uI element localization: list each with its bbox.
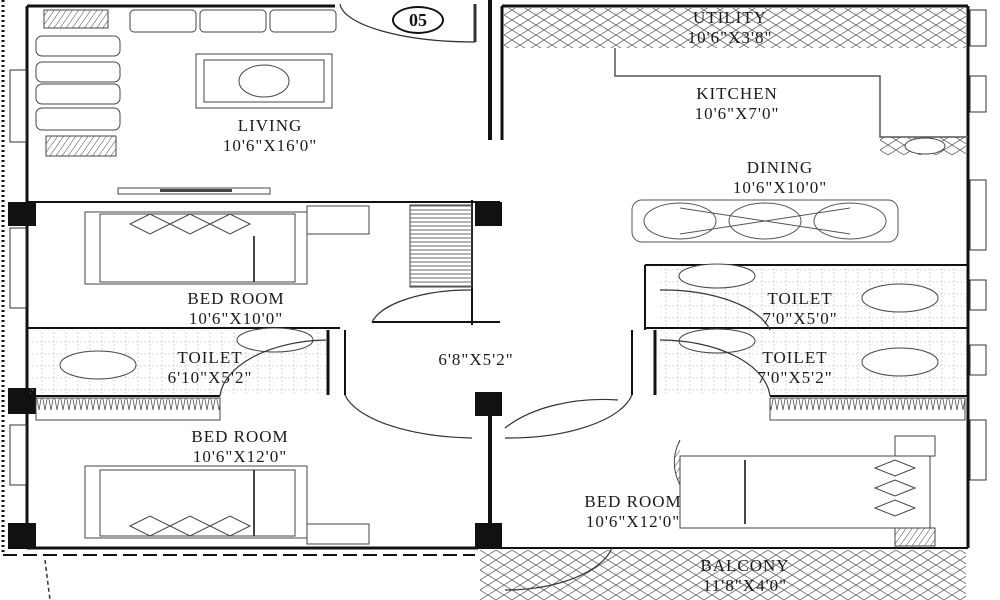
utility-hatch — [504, 8, 966, 48]
room-dimensions: 10'6"X16'0" — [222, 136, 318, 155]
room-dimensions: 10'6"X12'0" — [192, 447, 288, 466]
room-dimensions: 10'6"X10'0" — [188, 309, 284, 328]
room-name: BALCONY — [700, 556, 790, 575]
wardrobe-bedroom2 — [35, 397, 221, 421]
room-name: TOILET — [762, 348, 828, 367]
room-name: UTILITY — [692, 8, 768, 27]
wardrobe-bedroom1 — [409, 204, 473, 288]
left-exterior-edge — [1, 0, 475, 600]
room-dimensions: 6'8"X5'2" — [438, 350, 514, 369]
room-dimensions: 10'6"X7'0" — [694, 104, 780, 123]
toilet-fixtures — [59, 137, 946, 380]
wall-columns — [8, 202, 502, 549]
dining-table — [631, 199, 899, 243]
room-dimensions: 11'8"X4'0" — [702, 576, 788, 595]
room-dimensions: 7'0"X5'0" — [762, 309, 838, 328]
bed-bedroom2 — [84, 465, 370, 545]
windows — [9, 9, 987, 486]
room-name: LIVING — [237, 116, 303, 135]
room-name: BED ROOM — [187, 289, 285, 308]
bed-bedroom1 — [84, 205, 370, 285]
unit-number-badge: 05 — [392, 6, 444, 34]
room-name: KITCHEN — [696, 84, 778, 103]
room-name: TOILET — [767, 289, 833, 308]
room-name: BED ROOM — [584, 492, 682, 511]
living-center-table — [195, 53, 333, 109]
bed-bedroom3 — [673, 435, 936, 547]
living-sofa-set — [35, 9, 337, 157]
room-name: DINING — [746, 158, 814, 177]
wardrobe-bedroom3 — [769, 397, 966, 421]
room-dimensions: 10'6"X12'0" — [585, 512, 681, 531]
room-label-passage: 6'8"X5'2" — [438, 350, 513, 370]
tv — [160, 189, 232, 192]
room-dimensions: 7'0"X5'2" — [757, 368, 833, 387]
room-dimensions: 6'10"X5'2" — [167, 368, 253, 387]
room-dimensions: 10'6"X10'0" — [732, 178, 828, 197]
door-swings — [219, 3, 771, 591]
room-name: BED ROOM — [191, 427, 289, 446]
room-name: TOILET — [177, 348, 243, 367]
room-dimensions: 10'6"X3'8" — [687, 28, 773, 47]
balcony-hatch — [480, 550, 966, 600]
